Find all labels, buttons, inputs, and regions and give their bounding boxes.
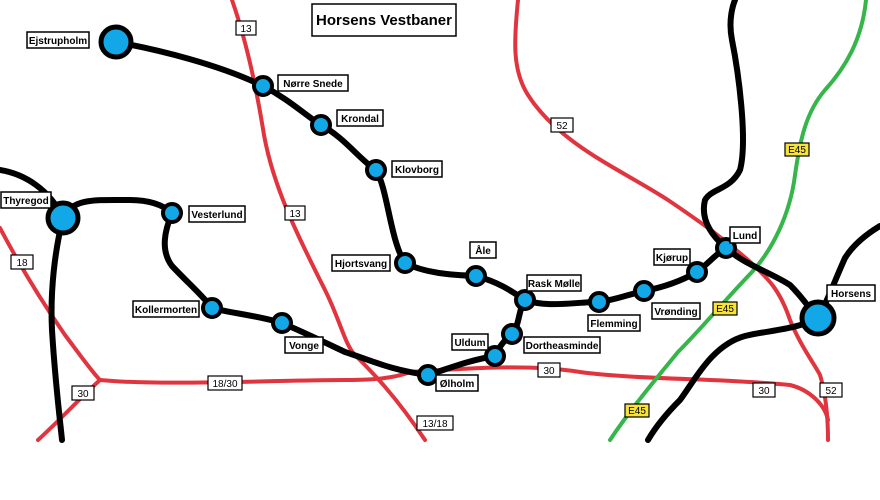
station-klovborg[interactable]: [365, 159, 387, 181]
label-horsens-text: Horsens: [831, 289, 871, 300]
road-label-30-right-text: 30: [758, 386, 770, 397]
station-flemming[interactable]: [588, 291, 610, 313]
station-rask-molle[interactable]: [514, 289, 536, 311]
rail-line-thyregod-south: [48, 215, 66, 443]
railway-lines: [0, 0, 880, 443]
road-label-13-top: 13: [235, 20, 257, 36]
label-hjortsvang-text: Hjortsvang: [335, 259, 387, 270]
road-label-13-mid: 13: [284, 205, 306, 221]
road-e45: [608, 0, 868, 442]
road-label-13-mid-text: 13: [289, 209, 301, 220]
road-label-52-right: 52: [819, 382, 843, 398]
road-label-30-left-text: 30: [77, 389, 89, 400]
label-olholm: Ølholm: [435, 374, 479, 392]
label-lund: Lund: [729, 226, 761, 244]
road-label-52-mid-text: 52: [556, 121, 568, 132]
label-thyregod-text: Thyregod: [3, 196, 49, 207]
station-vesterlund[interactable]: [161, 202, 183, 224]
road-label-30-mid: 30: [537, 362, 561, 378]
label-klovborg: Klovborg: [391, 160, 443, 178]
road-label-30-mid-text: 30: [543, 366, 555, 377]
label-hjortsvang: Hjortsvang: [331, 254, 391, 272]
label-norre-snede: Nørre Snede: [277, 74, 349, 92]
label-krondal: Krondal: [336, 109, 384, 127]
label-kollermorten: Kollermorten: [132, 300, 200, 318]
label-thyregod: Thyregod: [0, 191, 52, 209]
label-klovborg-text: Klovborg: [395, 165, 439, 176]
label-horsens: Horsens: [826, 284, 876, 302]
road-label-e45-top-text: E45: [788, 145, 806, 156]
stations: [45, 24, 837, 386]
label-uldum: Uldum: [451, 333, 489, 351]
road-label-30-left: 30: [71, 385, 95, 401]
road-label-e45-top: E45: [784, 142, 810, 157]
road-label-52-mid: 52: [550, 117, 574, 133]
label-vesterlund: Vesterlund: [188, 205, 246, 223]
label-ejstrupholm: Ejstrupholm: [26, 31, 90, 49]
label-norre-snede-text: Nørre Snede: [283, 79, 343, 90]
station-hjortsvang[interactable]: [394, 252, 416, 274]
road-label-52-right-text: 52: [825, 386, 837, 397]
station-vronding[interactable]: [633, 280, 655, 302]
road-label-e45-mid: E45: [712, 301, 738, 316]
label-flemming-text: Flemming: [590, 319, 637, 330]
label-kollermorten-text: Kollermorten: [135, 305, 197, 316]
road-label-e45-bottom: E45: [624, 403, 650, 418]
road-label-18-text: 18: [16, 258, 28, 269]
road-18-30: [98, 370, 412, 385]
station-ale[interactable]: [465, 265, 487, 287]
label-olholm-text: Ølholm: [440, 379, 475, 390]
station-labels: Ejstrupholm Nørre Snede Krondal Klovborg…: [0, 31, 876, 392]
label-vonge-text: Vonge: [289, 341, 319, 352]
label-flemming: Flemming: [587, 314, 641, 332]
label-uldum-text: Uldum: [454, 338, 485, 349]
label-dortheasminde: Dortheasminde: [523, 336, 601, 354]
station-kjorup[interactable]: [686, 261, 708, 283]
label-dortheasminde-text: Dortheasminde: [526, 341, 599, 352]
road-label-18-30-text: 18/30: [212, 379, 237, 390]
station-olholm[interactable]: [417, 364, 439, 386]
station-ejstrupholm[interactable]: [98, 24, 134, 60]
rail-line-horsens-south: [645, 315, 821, 443]
station-norre-snede[interactable]: [252, 75, 274, 97]
label-kjorup: Kjørup: [653, 248, 691, 266]
road-label-30-right: 30: [752, 382, 776, 398]
station-uldum[interactable]: [484, 345, 506, 367]
road-label-13-top-text: 13: [240, 24, 252, 35]
road-label-13-18-text: 13/18: [422, 419, 447, 430]
page-title: Horsens Vestbaner: [316, 12, 452, 29]
label-ale: Åle: [469, 241, 497, 259]
road-label-18: 18: [10, 254, 34, 270]
road-label-e45-mid-text: E45: [716, 304, 734, 315]
rail-line-lund-north: [700, 0, 746, 251]
label-vesterlund-text: Vesterlund: [191, 210, 242, 221]
station-horsens[interactable]: [799, 299, 837, 337]
road-30-east: [408, 365, 830, 422]
label-rask-molle: Rask Mølle: [526, 274, 582, 292]
map-title: Horsens Vestbaner: [311, 3, 457, 37]
label-krondal-text: Krondal: [341, 114, 379, 125]
station-kollermorten[interactable]: [201, 297, 223, 319]
road-label-13-18: 13/18: [416, 415, 454, 431]
road-labels: 13 13 52 18 18/30 30 30 30: [10, 20, 843, 431]
station-krondal[interactable]: [310, 114, 332, 136]
road-52-northeast: [513, 0, 830, 442]
station-thyregod[interactable]: [45, 200, 81, 236]
label-lund-text: Lund: [733, 231, 757, 242]
label-rask-molle-text: Rask Mølle: [528, 279, 581, 290]
label-vronding: Vrønding: [651, 302, 701, 320]
road-label-e45-bottom-text: E45: [628, 406, 646, 417]
label-vonge: Vonge: [284, 336, 324, 354]
label-ale-text: Åle: [475, 244, 491, 257]
road-label-18-30: 18/30: [207, 375, 243, 391]
label-vronding-text: Vrønding: [654, 307, 697, 318]
station-dortheasminde[interactable]: [501, 323, 523, 345]
label-ejstrupholm-text: Ejstrupholm: [29, 36, 87, 47]
station-vonge[interactable]: [271, 312, 293, 334]
label-kjorup-text: Kjørup: [656, 253, 688, 264]
